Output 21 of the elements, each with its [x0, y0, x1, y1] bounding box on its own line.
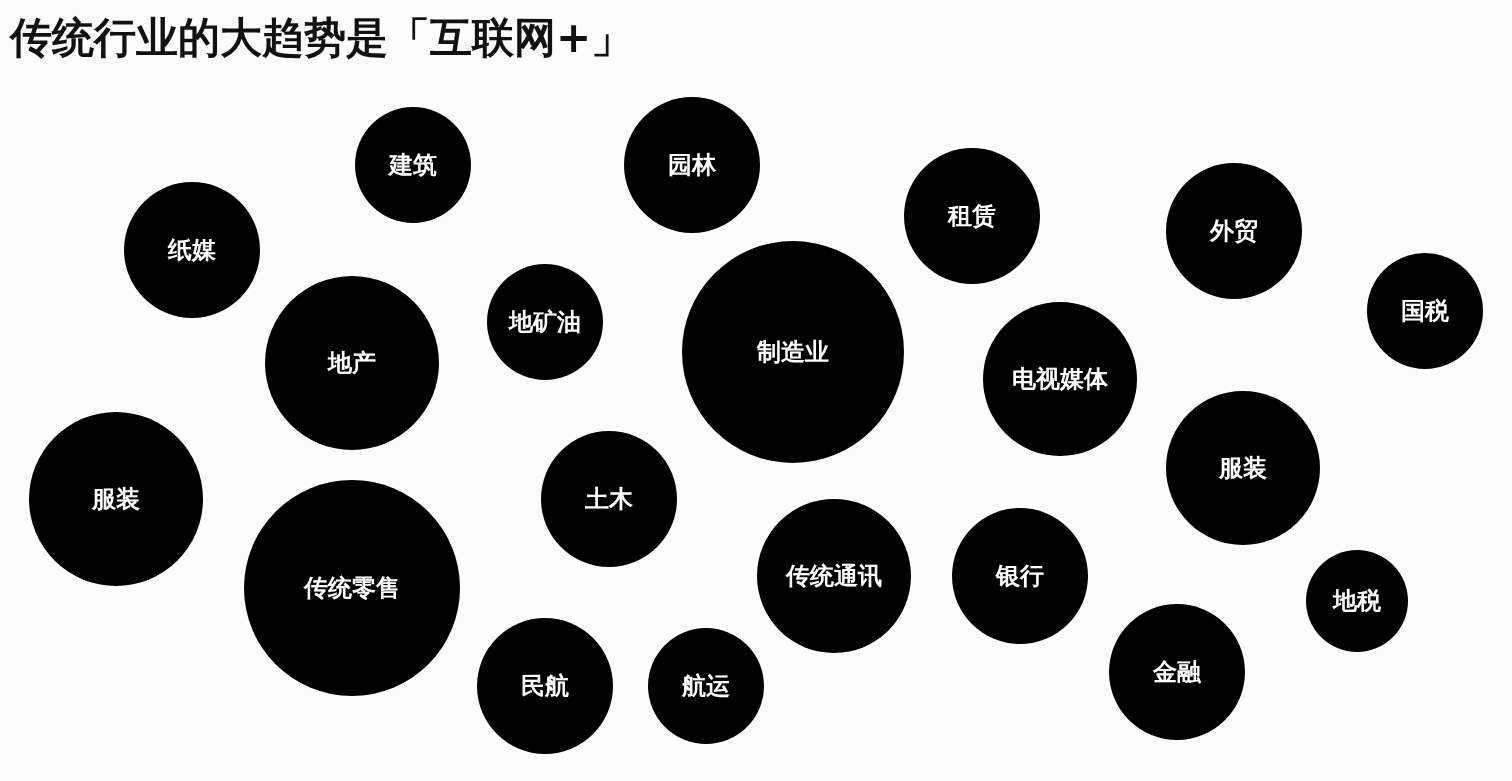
industry-label: 服装 [1219, 453, 1267, 483]
industry-label: 国税 [1401, 296, 1449, 326]
industry-label: 外贸 [1210, 216, 1258, 246]
industry-label: 建筑 [389, 150, 437, 180]
industry-label: 电视媒体 [1012, 364, 1108, 394]
industry-label: 制造业 [757, 337, 829, 367]
industry-label: 传统零售 [304, 573, 400, 603]
industry-label: 金融 [1153, 657, 1201, 687]
industry-label: 地税 [1333, 586, 1381, 616]
industry-label: 土木 [585, 484, 633, 514]
industry-label: 银行 [996, 561, 1044, 591]
industry-label: 服装 [92, 484, 140, 514]
industry-label: 纸媒 [168, 235, 216, 265]
industry-label: 航运 [682, 671, 730, 701]
industry-label: 园林 [668, 150, 716, 180]
industry-label: 租赁 [948, 201, 996, 231]
industry-label: 地矿油 [509, 307, 581, 337]
industry-label: 民航 [521, 671, 569, 701]
industry-label: 地产 [328, 348, 376, 378]
title: 传统行业的大趋势是「互联网+」 [10, 14, 634, 63]
industry-label: 传统通讯 [786, 561, 882, 591]
